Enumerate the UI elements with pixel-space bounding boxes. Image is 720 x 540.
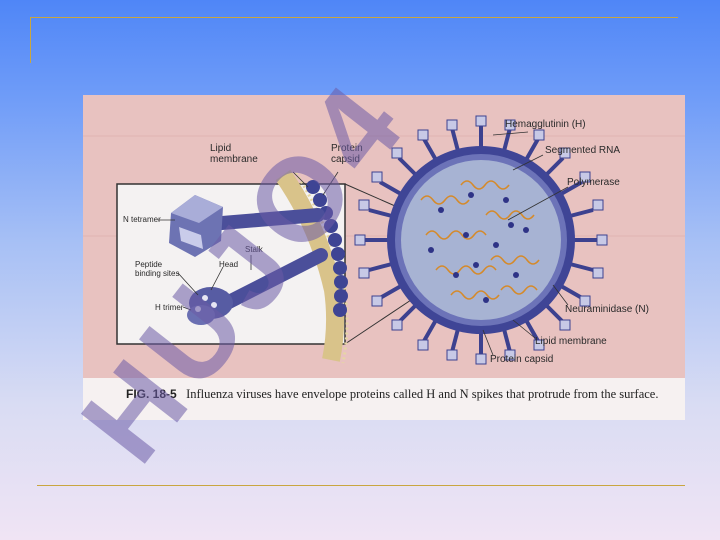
top-rule [30, 17, 678, 18]
influenza-diagram [83, 95, 685, 378]
label-polymerase: Polymerase [567, 177, 620, 188]
n-tetramer-shape [169, 195, 325, 257]
label-neuraminidase: Neuraminidase (N) [565, 304, 649, 315]
label-hemagglutinin: Hemagglutinin (H) [505, 119, 586, 130]
virion [354, 115, 608, 365]
caption-area [83, 378, 685, 420]
caption-text: Influenza viruses have envelope proteins… [186, 387, 659, 401]
label-protein-capsid-bottom: Protein capsid [490, 354, 554, 365]
label-lipid-membrane-top: Lipid membrane [210, 143, 258, 165]
label-head: Head [219, 260, 239, 269]
label-lipid-membrane-bottom: Lipid membrane [535, 336, 607, 347]
influenza-figure: Lipid membrane Protein capsid Hemaggluti… [83, 95, 685, 420]
label-segmented-rna: Segmented RNA [545, 145, 621, 156]
inset-membrane [275, 169, 349, 364]
bottom-rule [37, 485, 685, 486]
figure-caption: FIG. 18-5 Influenza viruses have envelop… [126, 387, 666, 401]
caption-label: FIG. 18-5 [126, 387, 177, 401]
label-stalk: Stalk [245, 245, 263, 254]
left-rule [30, 17, 31, 63]
label-protein-capsid-top: Protein capsid [331, 143, 363, 165]
label-peptide-binding-sites: Peptide binding sites [135, 260, 180, 278]
label-n-tetramer: N tetramer [123, 215, 161, 224]
virus-core [401, 160, 561, 320]
h-trimer-shape [187, 248, 328, 325]
label-h-trimer: H trimer [155, 303, 184, 312]
